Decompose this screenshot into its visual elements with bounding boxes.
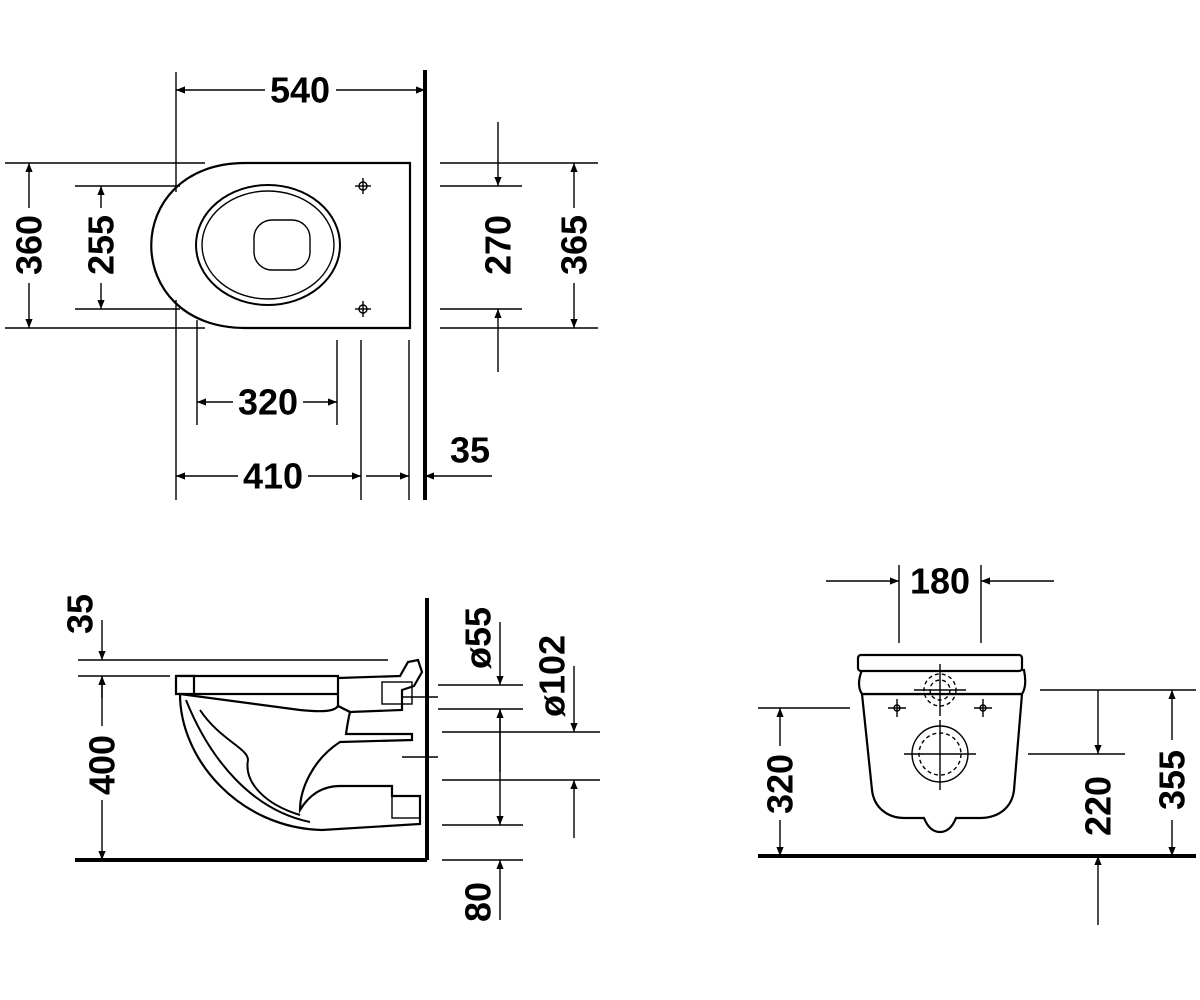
dim-dia-55: ø55	[458, 607, 499, 669]
inner-bowl	[195, 184, 341, 306]
dim-365: 365	[554, 215, 595, 275]
dim-35-side: 35	[60, 594, 101, 634]
fixing-hole-upper	[355, 178, 371, 194]
dim-410: 410	[243, 456, 303, 497]
dim-320-rear: 320	[760, 754, 801, 814]
dim-540: 540	[270, 70, 330, 111]
water-trap-curve	[199, 709, 301, 816]
seat-front	[174, 674, 196, 696]
outlet-spigot	[391, 795, 421, 819]
dim-400: 400	[82, 735, 123, 795]
bowl-body-rear	[860, 692, 1024, 834]
dim-180: 180	[910, 561, 970, 602]
water-surface	[253, 219, 311, 271]
fixing-hole-lower	[355, 301, 371, 317]
dim-270: 270	[478, 215, 519, 275]
seat-lid	[176, 674, 342, 696]
rear-fixing-left	[888, 699, 906, 717]
top-view: 540 360 255 320 410 35 270 365	[5, 70, 598, 500]
dim-dia-102: ø102	[532, 635, 573, 717]
side-view: 35 400 ø55 ø102 80	[60, 594, 600, 922]
bowl-body-side	[178, 692, 422, 832]
rear-view: 180 320 220 355	[758, 561, 1196, 925]
dim-255: 255	[81, 215, 122, 275]
hinge-block	[381, 681, 413, 705]
inner-bowl-rim	[201, 190, 335, 300]
dim-355: 355	[1152, 750, 1193, 810]
rim-band-rear	[857, 668, 1027, 696]
dim-35-top: 35	[450, 430, 490, 471]
dim-320-top: 320	[238, 382, 298, 423]
bowl-inner-curve	[185, 699, 311, 823]
rear-fixing-right	[974, 699, 992, 717]
dim-220: 220	[1078, 776, 1119, 836]
dim-80: 80	[458, 882, 499, 922]
dim-360: 360	[9, 215, 50, 275]
